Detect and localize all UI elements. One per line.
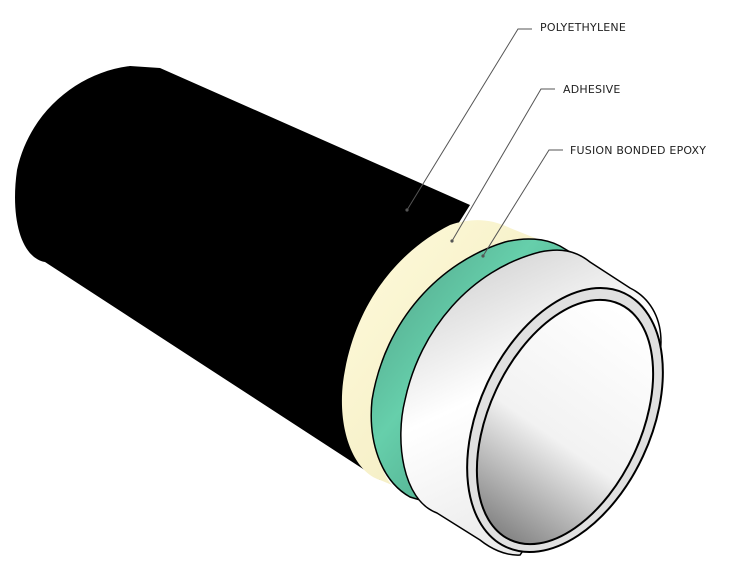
label-polyethylene: POLYETHYLENE (540, 21, 626, 34)
leader-polyethylene (406, 28, 532, 211)
leader-lines (406, 28, 563, 257)
label-adhesive: ADHESIVE (563, 83, 621, 96)
label-fusion-bonded-epoxy: FUSION BONDED EPOXY (570, 144, 707, 157)
leader-fbe (482, 149, 563, 257)
leader-dot-adhesive (450, 239, 454, 243)
leader-dot-fbe (481, 254, 485, 258)
leader-dot-polyethylene (405, 208, 409, 212)
adhesive-layer (341, 220, 540, 485)
pipe-bore (475, 298, 655, 546)
leader-adhesive (451, 88, 555, 242)
